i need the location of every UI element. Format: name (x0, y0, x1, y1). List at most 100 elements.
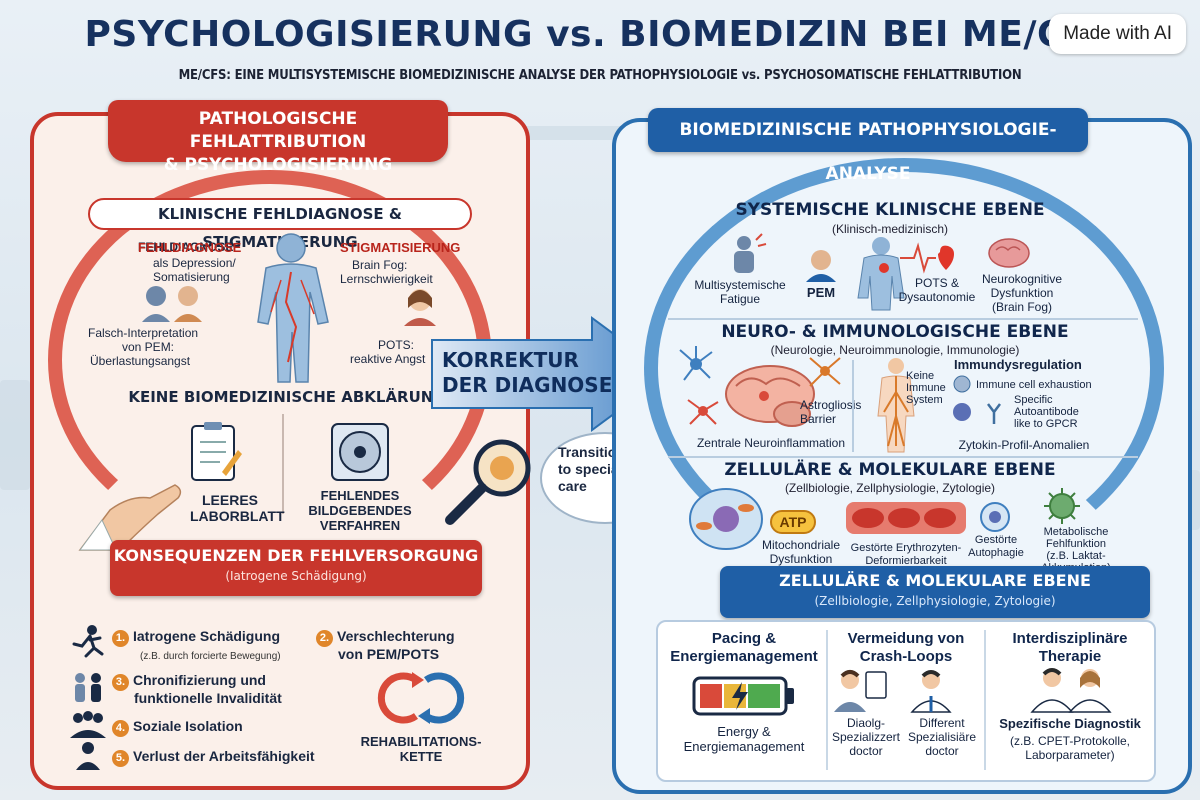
meta-line3: (z.B. Laktat- (1046, 550, 1106, 562)
autophag-line1: Gestörte (974, 534, 1018, 546)
fehldiagnose-box: KLINISCHE FEHLDIAGNOSE & STIGMATISIERUNG (88, 198, 472, 251)
keine-abklaerung-title: KEINE BIOMEDIZINISCHE ABKLÄRUNG (128, 388, 446, 406)
left-divider (282, 414, 284, 514)
mito-line1: Mitochondriale (761, 538, 841, 552)
zellular-subtitle: (Zellbiologie, Zellphysiologie, Zytologi… (784, 481, 996, 495)
neuron-icon-1 (679, 346, 713, 381)
transition-line1: Transition (558, 444, 625, 460)
pots-right-line1: POTS & (914, 276, 959, 290)
cell-icon (689, 488, 763, 550)
zellular-ribbon-title: ZELLULÄRE & MOLEKULARE EBENE (779, 571, 1091, 590)
correction-label: KORREKTUR DER DIAGNOSE (442, 348, 642, 398)
autoantibody-label: Specific Autoantibode like to GPCR (1014, 394, 1114, 430)
cons-text-1: Iatrogene Schädigung (133, 628, 281, 644)
bottom-divider-2 (984, 630, 986, 770)
falsch-text-2: von PEM: (122, 340, 175, 354)
spezifische-diagnostik-label: Spezifische Diagnostik (999, 716, 1141, 731)
cons-text-4: Soziale Isolation (133, 718, 243, 734)
transition-line3: care (558, 478, 587, 494)
col2-t2-line3: doctor (925, 744, 959, 758)
fatigue-line1: Multisystemische (694, 278, 786, 292)
right-header-ribbon: BIOMEDIZINISCHE PATHOPHYSIOLOGIE-ANALYSE (648, 108, 1088, 184)
astro-line2: Barrier (800, 412, 837, 426)
col2-t1-line2: Spezializzert (831, 730, 901, 744)
interdisziplinaer-heading: Interdisziplinäre Therapie (988, 630, 1152, 666)
antibody-icon (953, 403, 1001, 424)
hand-icon (78, 484, 182, 551)
neuro-line1: Neurokognitive (981, 272, 1063, 286)
neuro-line3: (Brain Fog) (991, 300, 1053, 314)
zytokin-label: Zytokin-Profil-Anomalien (958, 438, 1090, 452)
human-body-icon (257, 233, 329, 383)
page-title: PSYCHOLOGISIERUNG vs. BIOMEDIZIN BEI ME/… (84, 14, 1116, 55)
konsequenzen-subtitle: (Iatrogene Schädigung) (225, 569, 367, 583)
fehlendes-verfahren-label: FEHLENDES BILDGEBENDES VERFAHREN (300, 488, 420, 533)
erythrozyten-label: Gestörte Erythrozyten- Deformierbarkeit (838, 542, 974, 568)
energy-label: Energy & Energiemanagement (664, 724, 824, 754)
keine-line2: Immune (906, 382, 946, 394)
magnifier-icon (445, 439, 531, 525)
section-divider-2 (668, 456, 1138, 458)
cons-item-3: 3.Chronifizierung und (112, 672, 266, 691)
imaging-device-icon (331, 423, 389, 481)
fehldiagnose-title: FEHLDIAGNOSE (138, 240, 242, 255)
col2-t2-line2: Spezialisiäre (907, 730, 977, 744)
neurokognitiv-label: Neurokognitive Dysfunktion (Brain Fog) (962, 272, 1082, 314)
cons-num-3: 3. (112, 674, 129, 691)
meta-line2: Fehlfunktion (1046, 538, 1106, 550)
fatigue-line2: Fatigue (719, 292, 761, 306)
reha-line1: REHABILITATIONS- (360, 734, 482, 749)
neuroimmun-title: NEURO- & IMMUNOLOGISCHE EBENE (721, 322, 1069, 342)
fehldiagnose-label: FEHLDIAGNOSE (138, 240, 234, 254)
zellular-ribbon-subtitle: (Zellbiologie, Zellphysiologie, Zytologi… (814, 594, 1056, 608)
leeres-laborblatt-label: LEERES LABORBLATT (190, 492, 285, 524)
pots-left-text-1: POTS: (378, 338, 415, 352)
konsequenzen-title: KONSEQUENZEN DER FEHLVERSORGUNG (113, 546, 479, 565)
ecg-heart-icon (900, 242, 954, 274)
falsch-text-1: Falsch-Interpretation (88, 326, 199, 340)
pots-right-label: POTS & Dysautonomie (892, 276, 982, 304)
caregiver-icon (75, 673, 101, 702)
astro-line1: Astrogliosis (800, 398, 862, 412)
astrogliosis-label: Astrogliosis Barrier (800, 398, 870, 426)
medical-team-icon (1030, 668, 1112, 713)
col3-t-line2: Laborparameter) (1025, 748, 1115, 762)
leeres-line2: LABORBLATT (190, 508, 285, 524)
neuro-line2: Dysfunktion (990, 286, 1054, 300)
autophagie-label: Gestörte Autophagie (966, 534, 1026, 560)
fatigue-label: Multisystemische Fatigue (680, 278, 800, 306)
fehlendes-line1: FEHLENDES (320, 488, 400, 503)
cons-item-4: 4.Soziale Isolation (112, 718, 243, 737)
dialog-doctor-label: Diaolg- Spezializzert doctor (826, 716, 906, 758)
doctor-dialog-icon (834, 670, 887, 712)
erythrocytes-icon (846, 502, 966, 534)
cons-text-3a: Chronifizierung und (133, 672, 266, 688)
zellular-title: ZELLULÄRE & MOLEKULARE EBENE (724, 460, 1056, 480)
woman-icon (404, 289, 436, 326)
pacing-heading: Pacing & Energiemanagement (664, 630, 824, 666)
pots-left-text-2: reaktive Angst (350, 352, 426, 366)
keine-line1: Keine (906, 370, 935, 382)
cons-num-1: 1. (112, 630, 129, 647)
group-icon (70, 711, 106, 738)
immune-cell-icon-1 (953, 375, 971, 393)
cons-item-2: 2.Verschlechterung (316, 628, 455, 647)
keine-immune-label: Keine Immune System (906, 370, 956, 406)
col3-h-line1: Interdisziplinäre (1012, 630, 1128, 647)
ery-line1: Gestörte Erythrozyten- (850, 542, 962, 554)
cons-item-1: 1.Iatrogene Schädigung (112, 628, 280, 647)
pem-person-icon (806, 250, 836, 282)
leeres-line1: LEERES (201, 492, 258, 508)
person-icon (76, 742, 100, 770)
brain-section-icon (725, 365, 815, 427)
left-header-line2: & PSYCHOLOGISIERUNG (163, 155, 393, 175)
clipboard-icon (191, 422, 242, 481)
konsequenzen-ribbon: KONSEQUENZEN DER FEHLVERSORGUNG (Iatroge… (110, 540, 482, 596)
cons-small-1: (z.B. durch forcierte Bewegung) (140, 651, 281, 662)
col2-t2-line1: Different (919, 716, 965, 730)
fehldiagnose-text-2: Somatisierung (153, 270, 230, 284)
col2-t1-line3: doctor (849, 744, 883, 758)
cycle-arrows-icon (377, 672, 465, 724)
different-doctor-label: Different Spezialisiäre doctor (902, 716, 982, 758)
mito-line2: Dysfunktion (769, 552, 833, 566)
